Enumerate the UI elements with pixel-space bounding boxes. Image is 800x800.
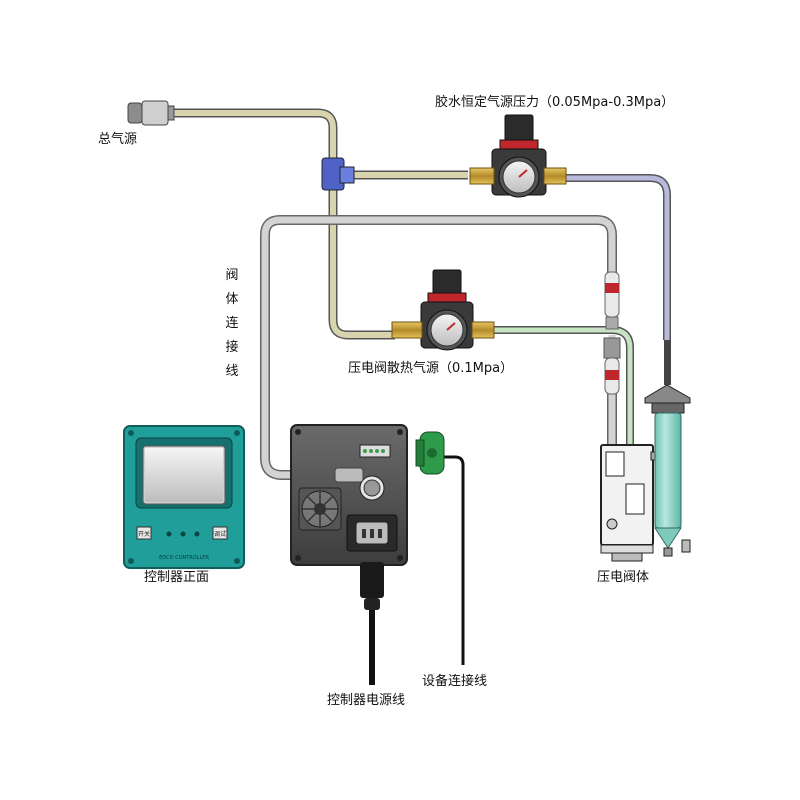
cooling-air-hose xyxy=(488,326,634,480)
glue-air-hose xyxy=(565,174,671,340)
valve-cable-hose xyxy=(260,215,617,480)
valve-cable-char: 体 xyxy=(225,292,239,307)
power-cable-label: 控制器电源线 xyxy=(327,693,406,708)
piezo-valve-label: 压电阀体 xyxy=(597,570,650,585)
cooling-fan-icon xyxy=(298,487,342,531)
valve-cable-char: 阀 xyxy=(225,268,239,283)
valve-cable-char: 连 xyxy=(225,316,239,331)
device-cable-label: 设备连接线 xyxy=(422,674,488,689)
power-socket-icon xyxy=(346,514,398,552)
front-btn-right-label: 调试 xyxy=(214,530,226,538)
front-btn-left-label: 开关 xyxy=(138,530,150,538)
switch-button-icon xyxy=(136,526,152,540)
controller-box-icon xyxy=(290,424,408,566)
glue-pressure-regulator-icon xyxy=(469,114,567,198)
debug-button-icon xyxy=(212,526,228,540)
controller-front-label: 控制器正面 xyxy=(144,570,210,585)
glue-pressure-label: 胶水恒定气源压力（0.05Mpa-0.3Mpa） xyxy=(435,95,675,110)
valve-cable-char: 接 xyxy=(225,340,239,355)
tee-connector-icon xyxy=(321,157,355,191)
controller-front-panel: 开关 调试 EDCO CONTROLLER xyxy=(123,425,245,569)
main-air-source-label: 总气源 xyxy=(98,132,138,147)
green-connector-icon xyxy=(415,431,465,665)
valve-cable-char: 线 xyxy=(225,364,239,379)
glue-syringe-icon xyxy=(644,340,691,557)
power-plug-icon xyxy=(360,562,384,685)
valve-cable-label: 阀 体 连 接 线 xyxy=(224,264,240,384)
front-brand-text: EDCO CONTROLLER xyxy=(159,555,209,561)
cable-sleeve-connector-icon xyxy=(603,271,621,395)
air-inlet-fitting-icon xyxy=(127,100,175,126)
cooling-air-label: 压电阀散热气源（0.1Mpa） xyxy=(348,361,514,376)
cooling-pressure-regulator-icon xyxy=(391,269,495,351)
piezo-valve-icon xyxy=(600,444,666,562)
